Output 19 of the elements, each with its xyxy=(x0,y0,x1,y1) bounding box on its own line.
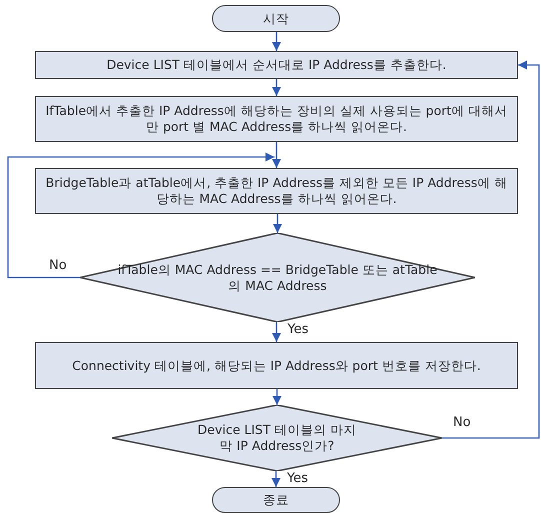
terminal-shape: 종료 xyxy=(212,487,340,513)
arrow xyxy=(273,214,282,233)
terminal-shape: 시작 xyxy=(212,5,340,32)
diamond-text: Device LIST 테이블의 마지막 IP Address인가? xyxy=(197,422,357,454)
decision-diamond xyxy=(80,233,475,322)
arrow xyxy=(272,32,281,51)
arrow xyxy=(442,60,540,439)
arrow xyxy=(272,322,281,342)
process-box: BridgeTable과 atTable에서, 추출한 IP Address를 제외한 모든 IP Address에 해당하는 MAC Address를 하나씩 읽어온다. xyxy=(35,168,518,214)
diamond-text: ifTable의 MAC Address == BridgeTable 또는 atTable의 MAC Address xyxy=(116,262,438,294)
arrow xyxy=(272,389,282,405)
process-box: Connectivity 테이블에, 해당되는 IP Address와 port 번호를 저장한다. xyxy=(35,342,518,389)
arrow xyxy=(272,471,280,487)
process-box: Device LIST 테이블에서 순서대로 IP Address를 추출한다. xyxy=(35,51,518,79)
arrow xyxy=(272,79,281,96)
arrow xyxy=(272,142,281,168)
process-box: IfTable에서 추출한 IP Address에 해당하는 장비의 실제 사용되는 port에 대해서만 port 별 MAC Address를 하나씩 읽어온다. xyxy=(35,96,518,142)
arrow xyxy=(7,152,274,278)
decision-diamond xyxy=(112,405,442,471)
